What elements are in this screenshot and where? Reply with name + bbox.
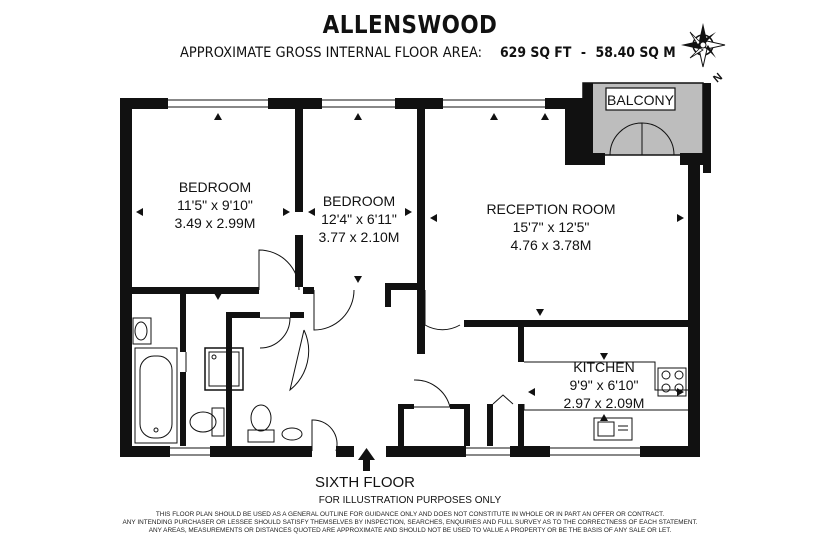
exterior-walls: [120, 98, 711, 457]
page-title: ALLENSWOOD: [322, 10, 498, 39]
compass-icon: [681, 23, 726, 68]
disclaimer-line: ANY AREAS, MEASUREMENTS OR DISTANCES QUO…: [148, 527, 672, 534]
room-bedroom-1: BEDROOM 11'5" x 9'10" 3.49 x 2.99M: [175, 179, 256, 231]
room-imperial-size: 15'7" x 12'5": [513, 219, 590, 235]
room-name: KITCHEN: [573, 359, 634, 375]
entrance-arrow-icon: [358, 448, 375, 471]
floor-area-label: APPROXIMATE GROSS INTERNAL FLOOR AREA:: [180, 45, 483, 61]
floor-area-sqm: 58.40 SQ M: [595, 45, 676, 61]
interior-walls: [132, 109, 688, 446]
room-metric-size: 3.77 x 2.10M: [319, 229, 400, 245]
wall-markers: [136, 113, 684, 421]
room-name: BEDROOM: [323, 193, 395, 209]
room-metric-size: 4.76 x 3.78M: [511, 237, 592, 253]
shower-icon: [204, 347, 244, 391]
room-metric-size: 3.49 x 2.99M: [175, 215, 256, 231]
disclaimer-line: ANY INTENDING PURCHASER OR LESSEE SHOULD…: [122, 519, 698, 526]
floor-label: SIXTH FLOOR: [314, 474, 415, 491]
room-name: RECEPTION ROOM: [486, 201, 615, 217]
floor-area-values: 629 SQ FT - 58.40 SQ M: [500, 45, 681, 61]
washbasin-icon: [132, 317, 152, 345]
room-metric-size: 2.97 x 2.09M: [564, 395, 645, 411]
compass-north-label: N: [711, 71, 725, 85]
floor-area-sqft: 629 SQ FT: [500, 45, 572, 61]
room-imperial-size: 11'5" x 9'10": [177, 197, 253, 213]
room-imperial-size: 12'4" x 6'11": [321, 211, 397, 227]
disclaimer: THIS FLOOR PLAN SHOULD BE USED AS A GENE…: [0, 511, 820, 535]
room-kitchen: KITCHEN 9'9" x 6'10" 2.97 x 2.09M: [564, 359, 645, 411]
room-bedroom-2: BEDROOM 12'4" x 6'11" 3.77 x 2.10M: [319, 193, 400, 245]
doors: [185, 249, 514, 452]
windows: [168, 99, 640, 456]
sink-icon: [281, 417, 633, 441]
disclaimer-line: THIS FLOOR PLAN SHOULD BE USED AS A GENE…: [155, 511, 665, 518]
kitchen-counter: [523, 361, 688, 411]
room-name: BEDROOM: [179, 179, 251, 195]
room-reception: RECEPTION ROOM 15'7" x 12'5" 4.76 x 3.78…: [486, 201, 615, 253]
bath-icon: [134, 347, 178, 444]
hob-icon: [661, 370, 684, 393]
floor-area-separator: -: [580, 45, 587, 61]
toilet-icon: [189, 404, 275, 443]
balcony-label: BALCONY: [607, 92, 675, 108]
room-imperial-size: 9'9" x 6'10": [570, 377, 639, 393]
illustration-note: FOR ILLUSTRATION PURPOSES ONLY: [318, 495, 502, 506]
